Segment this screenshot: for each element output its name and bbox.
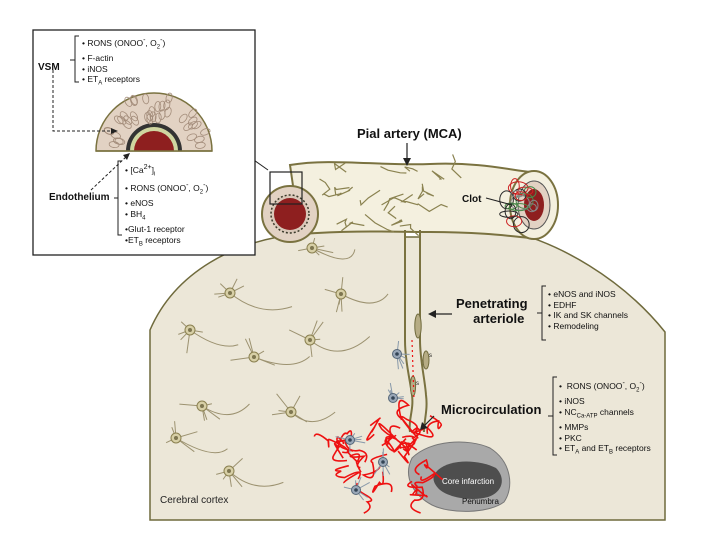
penetrating-item: • EDHF bbox=[548, 300, 628, 311]
endothelium-label: Endothelium bbox=[49, 192, 110, 203]
microcirculation-item: • NCCa-ATP channels bbox=[559, 407, 651, 422]
vsm-label: VSM bbox=[38, 62, 60, 73]
penetrating-arteriole-label: Penetrating arteriole bbox=[456, 296, 528, 326]
microcirculation-item: • ETA and ETB receptors bbox=[559, 443, 651, 458]
neuron-nucleus bbox=[308, 338, 312, 342]
pial-artery-label: Pial artery (MCA) bbox=[357, 126, 462, 141]
endothelium-item: •ETB receptors bbox=[125, 235, 208, 250]
neuron-nucleus bbox=[200, 404, 204, 408]
vsm-item: • RONS (ONOO-, O2-) bbox=[82, 35, 165, 53]
neuron-nucleus bbox=[339, 292, 343, 296]
penumbra-label: Penumbra bbox=[462, 497, 499, 506]
penetrating-item: • eNOS and iNOS bbox=[548, 289, 628, 300]
penetrating-item: • IK and SK channels bbox=[548, 310, 628, 321]
microcirculation-item: • RONS (ONOO-, O2-) bbox=[559, 378, 651, 396]
endothelium-item: •Glut-1 receptor bbox=[125, 224, 208, 235]
vsm-item: • F-actin bbox=[82, 53, 165, 64]
neuron-nucleus bbox=[174, 436, 178, 440]
microcirculation-label: Microcirculation bbox=[441, 402, 541, 417]
microcirculation-item: • MMPs bbox=[559, 422, 651, 433]
astrocyte-nucleus bbox=[391, 396, 395, 400]
neuron-nucleus bbox=[228, 291, 232, 295]
clot-label: Clot bbox=[462, 194, 481, 205]
endothelium-item: • eNOS bbox=[125, 198, 208, 209]
astrocyte-nucleus bbox=[348, 438, 352, 442]
vsm-item: • iNOS bbox=[82, 64, 165, 75]
microcirculation-list: • RONS (ONOO-, O2-) • iNOS • NCCa-ATP ch… bbox=[559, 378, 651, 458]
neuron-nucleus bbox=[252, 355, 256, 359]
penetrating-list: • eNOS and iNOS • EDHF • IK and SK chann… bbox=[548, 289, 628, 331]
astrocyte-nucleus bbox=[381, 460, 385, 464]
penetrating-label-line: Penetrating bbox=[456, 296, 528, 311]
microcirculation-item: • PKC bbox=[559, 433, 651, 444]
smooth-muscle-cell bbox=[415, 314, 421, 338]
neuron-nucleus bbox=[310, 246, 314, 250]
neuron-nucleus bbox=[227, 469, 231, 473]
neuron-nucleus bbox=[289, 410, 293, 414]
s-mark: s bbox=[429, 353, 432, 359]
astrocyte-nucleus bbox=[354, 488, 358, 492]
endothelium-list: • [Ca2+]i • RONS (ONOO-, O2-) • eNOS • B… bbox=[125, 162, 208, 250]
endothelium-item: • [Ca2+]i bbox=[125, 162, 208, 180]
s-mark: s bbox=[416, 381, 419, 387]
microcirculation-item: • iNOS bbox=[559, 396, 651, 407]
astrocyte-nucleus bbox=[395, 352, 399, 356]
penetrating-label-line: arteriole bbox=[456, 311, 528, 326]
penetrating-item: • Remodeling bbox=[548, 321, 628, 332]
vsm-item: • ETA receptors bbox=[82, 74, 165, 89]
cerebral-cortex-label: Cerebral cortex bbox=[160, 495, 228, 506]
vsm-list: • RONS (ONOO-, O2-) • F-actin • iNOS • E… bbox=[82, 35, 165, 90]
core-infarction-label: Core infarction bbox=[442, 477, 494, 486]
neuron-nucleus bbox=[188, 328, 192, 332]
endothelium-item: • BH4 bbox=[125, 209, 208, 224]
endothelium-item: • RONS (ONOO-, O2-) bbox=[125, 180, 208, 198]
